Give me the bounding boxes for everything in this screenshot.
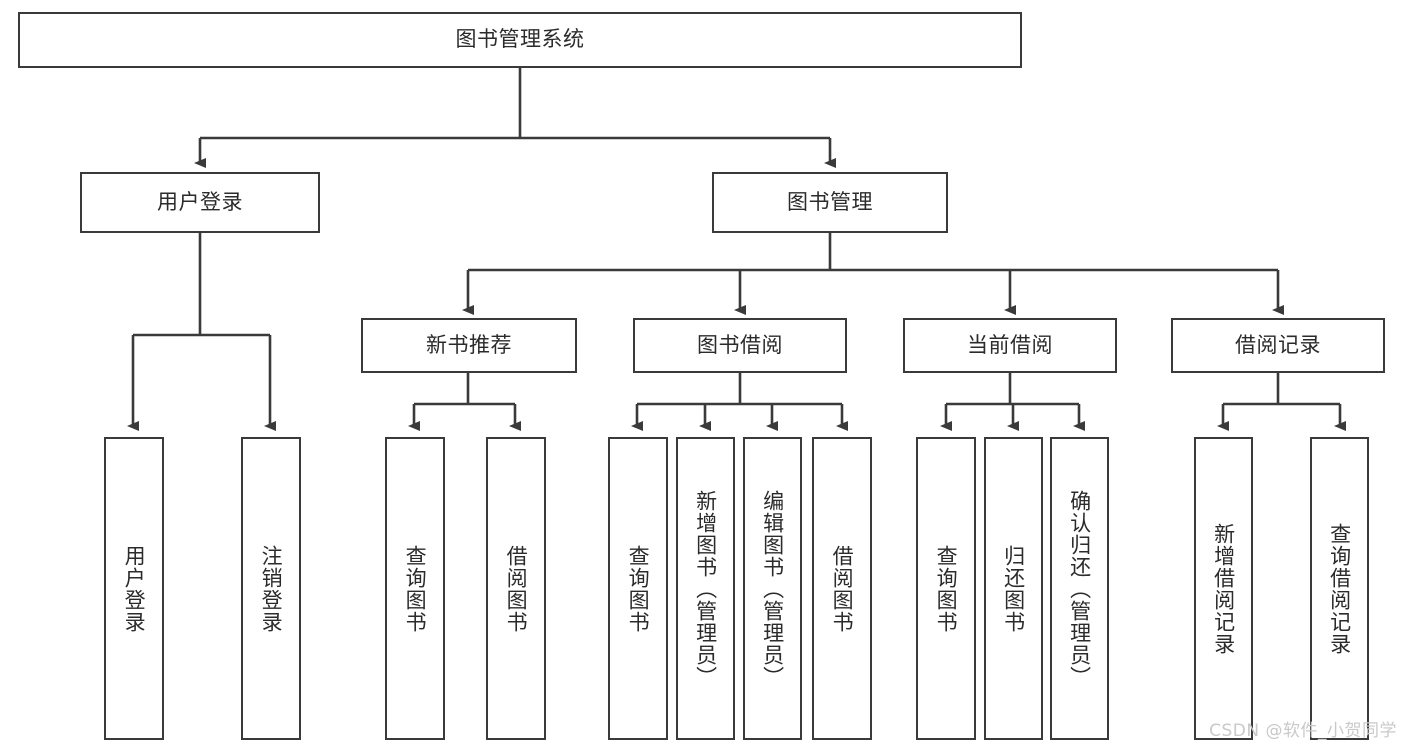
node-label: 借阅记录 (1235, 332, 1321, 357)
node-label: 当前借阅 (967, 332, 1053, 357)
leaf-borrow-borrow-book[interactable]: 借阅图书 (812, 437, 872, 740)
node-current-borrow[interactable]: 当前借阅 (903, 318, 1117, 373)
node-label: 新书推荐 (426, 332, 512, 357)
node-book-management[interactable]: 图书管理 (712, 172, 948, 233)
node-user-login[interactable]: 用户登录 (80, 172, 320, 233)
node-label: 查询图书 (403, 544, 428, 633)
leaf-record-add[interactable]: 新增借阅记录 (1194, 437, 1253, 740)
node-root-book-management-system[interactable]: 图书管理系统 (18, 12, 1022, 68)
node-label: 图书管理 (787, 189, 873, 214)
leaf-borrow-edit-book-admin[interactable]: 编辑图书（管理员） (743, 437, 802, 740)
node-label: 查询图书 (626, 544, 651, 633)
node-new-book-recommend[interactable]: 新书推荐 (361, 318, 577, 373)
leaf-record-query[interactable]: 查询借阅记录 (1310, 437, 1369, 740)
node-label: 新增图书（管理员） (693, 489, 718, 688)
node-label: 借阅图书 (830, 544, 855, 633)
node-book-borrow[interactable]: 图书借阅 (633, 318, 847, 373)
leaf-borrow-add-book-admin[interactable]: 新增图书（管理员） (676, 437, 735, 740)
node-label: 借阅图书 (504, 544, 529, 633)
leaf-current-confirm-return-admin[interactable]: 确认归还（管理员） (1050, 437, 1109, 740)
leaf-current-query-book[interactable]: 查询图书 (916, 437, 976, 740)
node-label: 图书借阅 (697, 332, 783, 357)
leaf-new-book-query[interactable]: 查询图书 (385, 437, 445, 740)
node-label: 查询图书 (934, 544, 959, 633)
node-label: 编辑图书（管理员） (760, 489, 785, 688)
watermark-text: CSDN @软件_小贺同学 (1209, 721, 1397, 741)
node-label: 确认归还（管理员） (1067, 489, 1092, 688)
leaf-new-book-borrow[interactable]: 借阅图书 (486, 437, 546, 740)
node-label: 图书管理系统 (455, 27, 585, 52)
node-label: 归还图书 (1001, 544, 1026, 633)
node-label: 用户登录 (122, 544, 147, 633)
node-label: 注销登录 (259, 544, 284, 633)
leaf-user-logout[interactable]: 注销登录 (241, 437, 301, 740)
leaf-borrow-query-book[interactable]: 查询图书 (608, 437, 668, 740)
node-label: 用户登录 (157, 189, 243, 214)
leaf-user-login[interactable]: 用户登录 (104, 437, 164, 740)
leaf-current-return-book[interactable]: 归还图书 (984, 437, 1043, 740)
node-label: 新增借阅记录 (1211, 522, 1236, 655)
node-borrow-record[interactable]: 借阅记录 (1171, 318, 1385, 373)
node-label: 查询借阅记录 (1327, 522, 1352, 655)
